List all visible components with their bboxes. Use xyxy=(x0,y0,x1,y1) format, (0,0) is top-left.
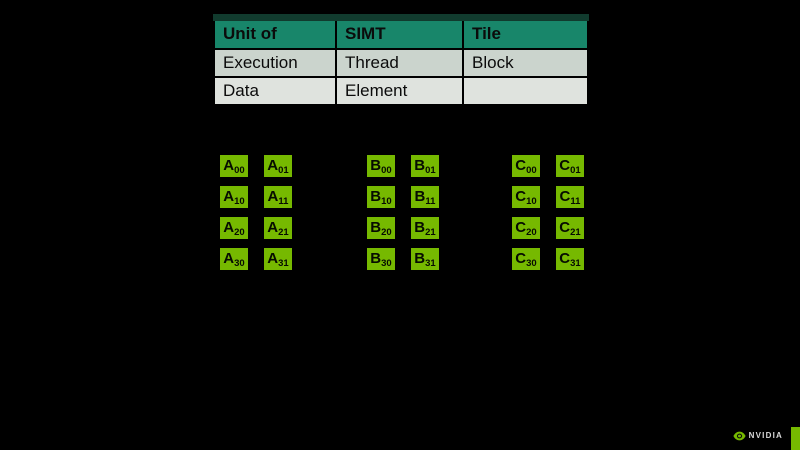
cell-data: Data xyxy=(213,75,337,106)
matrix-cell-letter: A xyxy=(223,250,235,267)
matrix-cell-subscript: 10 xyxy=(381,196,392,207)
matrix-cell-c31: C31 xyxy=(556,248,584,270)
matrix-cell-c20: C20 xyxy=(512,217,540,239)
matrix-cell-b10: B10 xyxy=(367,186,395,208)
matrix-cell-subscript: 30 xyxy=(234,258,245,269)
matrix-cell-letter: C xyxy=(559,250,571,267)
matrix-cell-subscript: 10 xyxy=(234,196,245,207)
matrix-cell-subscript: 30 xyxy=(526,258,537,269)
green-accent-bar xyxy=(791,427,800,450)
matrix-cell-b30: B30 xyxy=(367,248,395,270)
matrix-cell-letter: C xyxy=(515,157,527,174)
matrix-cell-a10: A10 xyxy=(220,186,248,208)
matrix-cell-b11: B11 xyxy=(411,186,439,208)
table-header-row: Unit of SIMT Tile xyxy=(213,14,589,50)
matrix-cell-letter: B xyxy=(370,188,382,205)
table-row-data: Data Element xyxy=(213,75,589,106)
matrix-cell-b31: B31 xyxy=(411,248,439,270)
matrix-cell-a31: A31 xyxy=(264,248,292,270)
matrix-cell-letter: C xyxy=(559,219,571,236)
matrix-cell-c00: C00 xyxy=(512,155,540,177)
matrix-cell-letter: B xyxy=(414,188,426,205)
matrix-cell-subscript: 31 xyxy=(278,258,289,269)
matrix-cell-subscript: 21 xyxy=(570,227,581,238)
table-header-simt: SIMT xyxy=(335,14,464,50)
matrix-cell-subscript: 21 xyxy=(278,227,289,238)
cell-element: Element xyxy=(335,75,464,106)
matrix-cell-a01: A01 xyxy=(264,155,292,177)
matrix-cell-subscript: 11 xyxy=(570,196,581,207)
matrix-cell-c30: C30 xyxy=(512,248,540,270)
nvidia-eye-icon xyxy=(733,431,746,441)
matrix-cell-subscript: 10 xyxy=(526,196,537,207)
matrix-cell-c01: C01 xyxy=(556,155,584,177)
table-header-tile: Tile xyxy=(462,14,589,50)
matrix-cell-subscript: 00 xyxy=(234,165,245,176)
matrix-cell-letter: A xyxy=(223,157,235,174)
matrix-cell-a00: A00 xyxy=(220,155,248,177)
matrix-cell-letter: A xyxy=(267,157,279,174)
table-header-unit-of: Unit of xyxy=(213,14,337,50)
matrix-cell-c11: C11 xyxy=(556,186,584,208)
unit-table: Unit of SIMT Tile Execution Thread Block… xyxy=(213,14,589,106)
matrix-cell-b00: B00 xyxy=(367,155,395,177)
matrix-cell-subscript: 00 xyxy=(526,165,537,176)
cell-thread: Thread xyxy=(335,47,464,78)
matrix-cell-subscript: 31 xyxy=(570,258,581,269)
matrix-cell-letter: A xyxy=(267,188,279,205)
matrix-cell-letter: B xyxy=(370,219,382,236)
matrix-cell-letter: C xyxy=(559,188,571,205)
matrix-cell-b21: B21 xyxy=(411,217,439,239)
matrix-cell-subscript: 00 xyxy=(381,165,392,176)
matrix-cell-letter: B xyxy=(370,157,382,174)
matrix-cell-a21: A21 xyxy=(264,217,292,239)
matrix-cell-letter: C xyxy=(515,250,527,267)
matrix-cell-b01: B01 xyxy=(411,155,439,177)
matrix-cell-b20: B20 xyxy=(367,217,395,239)
matrix-cell-subscript: 01 xyxy=(570,165,581,176)
matrix-cell-a20: A20 xyxy=(220,217,248,239)
nvidia-logo: NVIDIA xyxy=(733,431,783,441)
matrix-cell-letter: B xyxy=(414,157,426,174)
matrix-cell-subscript: 01 xyxy=(425,165,436,176)
cell-execution: Execution xyxy=(213,47,337,78)
matrix-cell-letter: B xyxy=(370,250,382,267)
matrix-cell-subscript: 20 xyxy=(526,227,537,238)
matrix-cell-letter: A xyxy=(267,250,279,267)
matrix-cell-subscript: 30 xyxy=(381,258,392,269)
cell-empty xyxy=(462,75,589,106)
matrix-cell-subscript: 21 xyxy=(425,227,436,238)
matrix-cell-letter: A xyxy=(267,219,279,236)
matrix-cell-subscript: 31 xyxy=(425,258,436,269)
matrix-cell-letter: B xyxy=(414,250,426,267)
matrix-cell-letter: A xyxy=(223,188,235,205)
matrix-cell-subscript: 11 xyxy=(278,196,289,207)
matrix-cell-c21: C21 xyxy=(556,217,584,239)
matrix-cell-subscript: 11 xyxy=(425,196,436,207)
matrix-cell-letter: C xyxy=(559,157,571,174)
matrix-cell-a11: A11 xyxy=(264,186,292,208)
table-row-execution: Execution Thread Block xyxy=(213,47,589,78)
matrix-cell-a30: A30 xyxy=(220,248,248,270)
matrix-cell-subscript: 20 xyxy=(234,227,245,238)
matrix-cell-letter: A xyxy=(223,219,235,236)
matrix-cell-subscript: 20 xyxy=(381,227,392,238)
matrix-cell-letter: B xyxy=(414,219,426,236)
nvidia-wordmark: NVIDIA xyxy=(748,431,783,440)
matrix-cell-letter: C xyxy=(515,219,527,236)
matrix-cell-subscript: 01 xyxy=(278,165,289,176)
cell-block: Block xyxy=(462,47,589,78)
matrix-cell-c10: C10 xyxy=(512,186,540,208)
matrix-cell-letter: C xyxy=(515,188,527,205)
